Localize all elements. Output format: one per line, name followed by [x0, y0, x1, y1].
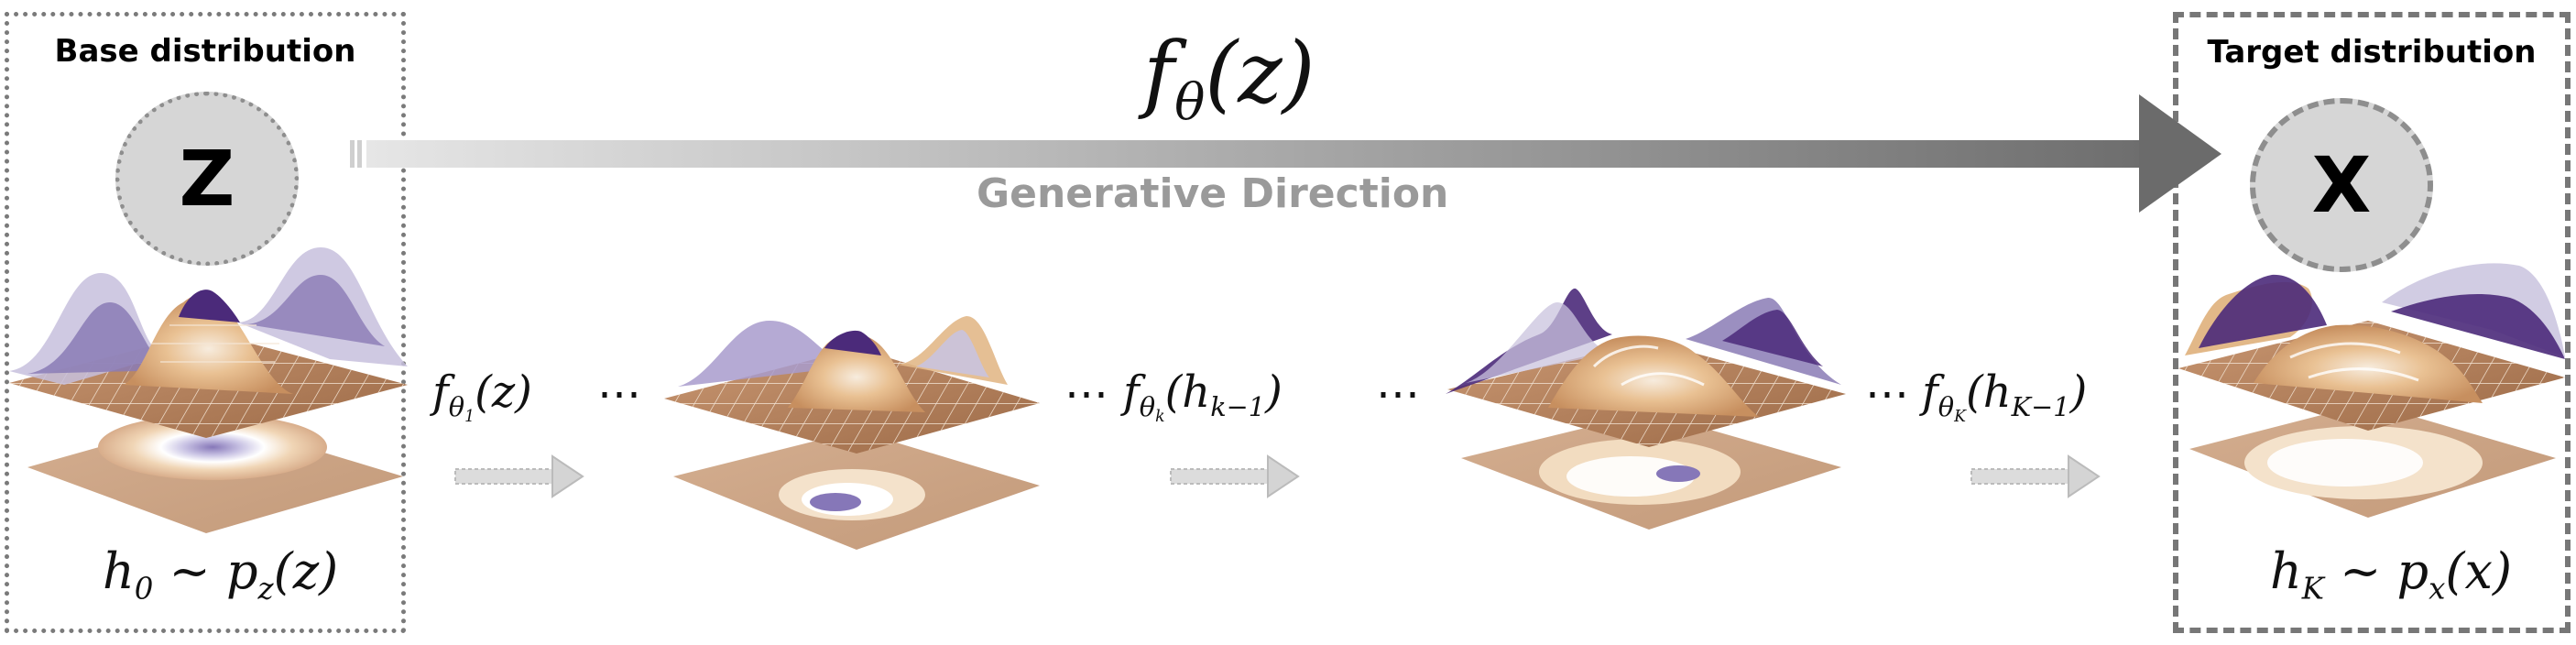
ellipsis-1: ⋯	[597, 368, 641, 420]
generative-direction-label: Generative Direction	[977, 170, 1449, 217]
target-p-index: x	[2429, 571, 2446, 607]
step-arrow-1	[454, 454, 584, 498]
step-K-argument: (h	[1966, 366, 2012, 418]
step-K-f: f	[1922, 366, 1938, 418]
ellipsis-4: ⋯	[1865, 368, 1909, 420]
step-1-index: 1	[464, 408, 475, 427]
base-argument: (z)	[273, 542, 339, 600]
step-label-1: fθ1(z)	[432, 366, 532, 426]
base-h-index: 0	[134, 571, 154, 607]
flow-function-parameter: θ	[1174, 73, 1206, 133]
target-variable-node: X	[2250, 98, 2433, 272]
step-label-K: fθK(hK−1)	[1922, 366, 2087, 426]
step-k-index: k	[1155, 408, 1165, 427]
target-distribution-surface	[2178, 263, 2565, 518]
target-distribution-box: Target distribution X	[2173, 12, 2571, 633]
target-argument: (x)	[2445, 542, 2513, 600]
base-distribution-formula: h0 ~ pz(z)	[103, 542, 338, 606]
step-1-argument: (z)	[475, 366, 532, 418]
base-p: ~ p	[153, 542, 258, 600]
flow-function-name: f	[1143, 24, 1175, 122]
target-distribution-title: Target distribution	[2207, 34, 2537, 71]
step-K-theta: θ	[1937, 391, 1955, 423]
base-distribution-title: Base distribution	[54, 33, 356, 70]
step-k-f: f	[1123, 366, 1140, 418]
base-p-index: z	[257, 571, 274, 607]
step-K-index: K	[1954, 408, 1967, 427]
step-arrow-2	[1170, 454, 1300, 498]
target-distribution-formula: hK ~ px(x)	[2270, 542, 2512, 606]
step-k-argument-index: k−1	[1210, 391, 1266, 423]
generative-direction-arrow	[350, 94, 2221, 213]
step-K-argument-index: K−1	[2011, 391, 2070, 423]
step-k-close: )	[1265, 366, 1283, 418]
step-k-argument: (h	[1164, 366, 1211, 418]
base-distribution-surface	[9, 247, 408, 533]
flow-function-argument: (z)	[1205, 24, 1315, 122]
step-arrow-3	[1970, 454, 2101, 498]
base-h: h	[103, 542, 135, 600]
ellipsis-2: ⋯	[1064, 368, 1108, 420]
step-K-close: )	[2069, 366, 2088, 418]
target-h-index: K	[2301, 571, 2324, 607]
target-h: h	[2270, 542, 2302, 600]
step-label-k: fθk(hk−1)	[1123, 366, 1283, 426]
flow-function-label: fθ(z)	[1143, 24, 1315, 132]
intermediate-surface-2	[1446, 288, 1846, 530]
base-variable-node: Z	[115, 92, 299, 266]
step-1-f: f	[432, 366, 449, 418]
step-1-theta: θ	[448, 391, 465, 423]
target-p: ~ p	[2323, 542, 2429, 600]
ellipsis-3: ⋯	[1376, 368, 1420, 420]
step-k-theta: θ	[1139, 391, 1156, 423]
intermediate-surface-1	[664, 316, 1040, 550]
base-distribution-box: Base distribution Z	[5, 12, 406, 633]
